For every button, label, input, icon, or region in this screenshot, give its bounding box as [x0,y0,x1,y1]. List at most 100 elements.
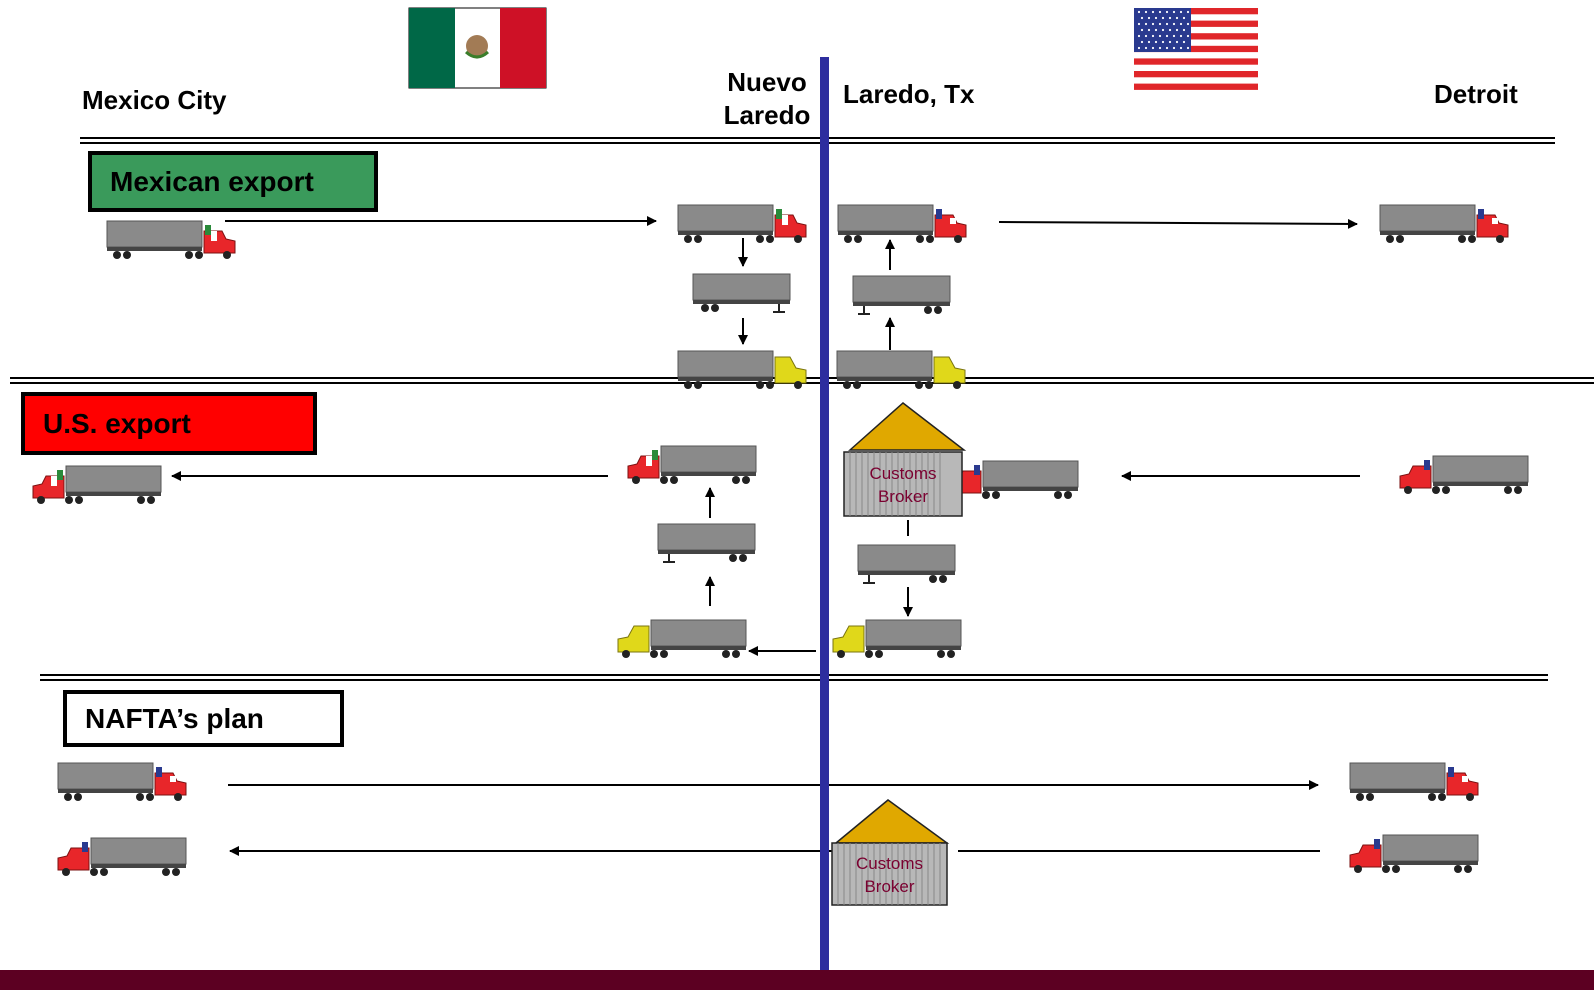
usa-flag [1134,8,1258,90]
flag-star [1175,28,1179,32]
mexico-flag [408,7,547,89]
drayage-truck-nuevo-laredo [617,619,747,659]
flag-star [1147,16,1151,20]
flag-star [1186,22,1190,26]
flag-star [1182,16,1186,20]
flag-star [1137,10,1141,14]
flag-star [1144,46,1148,50]
flag-star [1144,10,1148,14]
flag-star [1172,46,1176,50]
city-nuevo-laredo-line1: Nuevo [727,67,807,97]
flag-star [1179,22,1183,26]
flag-star [1161,40,1165,44]
flag-star [1172,22,1176,26]
arrow-to-detroit [998,218,1358,229]
flag-star [1186,46,1190,50]
truck-detroit-outbound [1399,455,1529,495]
flag-star [1165,34,1169,38]
flag-star [1186,10,1190,14]
flag-star [1172,34,1176,38]
flag-star [1158,22,1162,26]
flag-star [1151,46,1155,50]
flag-star [1144,22,1148,26]
flag-star [1147,40,1151,44]
flag-star [1179,34,1183,38]
flag-star [1147,28,1151,32]
truck-laredo-us-export [949,460,1079,500]
customs-broker-label-us-export: Customs Broker [844,462,962,508]
footer-bar [0,970,1594,990]
divider-top [80,137,1555,139]
flag-star [1140,28,1144,32]
truck-nafta-mexico-outbound [57,762,187,802]
trailer-dropped-laredo [852,275,951,315]
flag-star [1168,40,1172,44]
customs-broker-building-us-export [843,402,967,517]
flag-star [1151,34,1155,38]
flag-star [1151,22,1155,26]
flag-star [1168,28,1172,32]
customs-broker-label-line1: Customs [855,854,924,873]
flag-star [1175,16,1179,20]
customs-broker-building-nafta [831,799,950,906]
drayage-truck-us-side [836,350,966,390]
flag-star [1154,40,1158,44]
flag-star [1158,10,1162,14]
flag-star [1165,22,1169,26]
flag-star [1158,46,1162,50]
flag-star [1140,40,1144,44]
trailer-dropped-laredo-us-export [857,544,956,584]
flag-star [1182,40,1186,44]
truck-nuevo-laredo-mx-pickup [627,445,757,485]
divider-us-nafta [40,674,1548,676]
truck-nafta-detroit-arrival [1349,762,1479,802]
city-laredo-tx: Laredo, Tx [843,79,975,109]
section-nafta-plan-label: NAFTA’s plan [85,702,264,734]
truck-nuevo-laredo-arrival [677,204,807,244]
trailer-dropped-nuevo-laredo [692,273,791,313]
flag-star [1172,10,1176,14]
flag-star [1144,34,1148,38]
flag-star [1161,28,1165,32]
flag-star [1154,16,1158,20]
flag-star [1151,10,1155,14]
flag-star [1175,40,1179,44]
flag-star [1168,16,1172,20]
flag-star [1165,10,1169,14]
flag-star [1179,10,1183,14]
drayage-truck-mx-side [677,350,807,390]
truck-nafta-detroit-outbound [1349,834,1479,874]
flag-star [1137,22,1141,26]
customs-broker-label-nafta: Customs Broker [832,852,947,898]
customs-broker-label-line2: Broker [877,487,929,506]
flag-star [1165,46,1169,50]
flag-star [1179,46,1183,50]
truck-laredo-us-pickup [837,204,967,244]
city-detroit: Detroit [1434,79,1518,109]
truck-detroit-arrival [1379,204,1509,244]
truck-mexico-city-outbound [106,220,236,260]
drayage-truck-us-export [832,619,962,659]
trailer-dropped-nuevo-laredo-us-export [657,523,756,563]
flag-star [1161,16,1165,20]
section-mexican-export-label: Mexican export [110,165,314,197]
us-mexico-border-line [820,57,829,990]
city-nuevo-laredo: Nuevo Laredo [720,66,814,132]
flag-star [1182,28,1186,32]
city-nuevo-laredo-line2: Laredo [723,100,811,130]
section-nafta-plan: NAFTA’s plan [63,690,344,747]
flag-star [1137,46,1141,50]
truck-nafta-mexico-arrival [57,837,187,877]
truck-mexico-city-arrival [32,465,162,505]
customs-broker-label-line1: Customs [869,464,937,483]
section-us-export: U.S. export [21,392,317,455]
section-mexican-export: Mexican export [88,151,378,212]
city-mexico-city: Mexico City [82,85,227,115]
section-us-export-label: U.S. export [43,407,191,439]
flag-star [1186,34,1190,38]
flag-star [1140,16,1144,20]
flag-star [1154,28,1158,32]
flag-star [1158,34,1162,38]
